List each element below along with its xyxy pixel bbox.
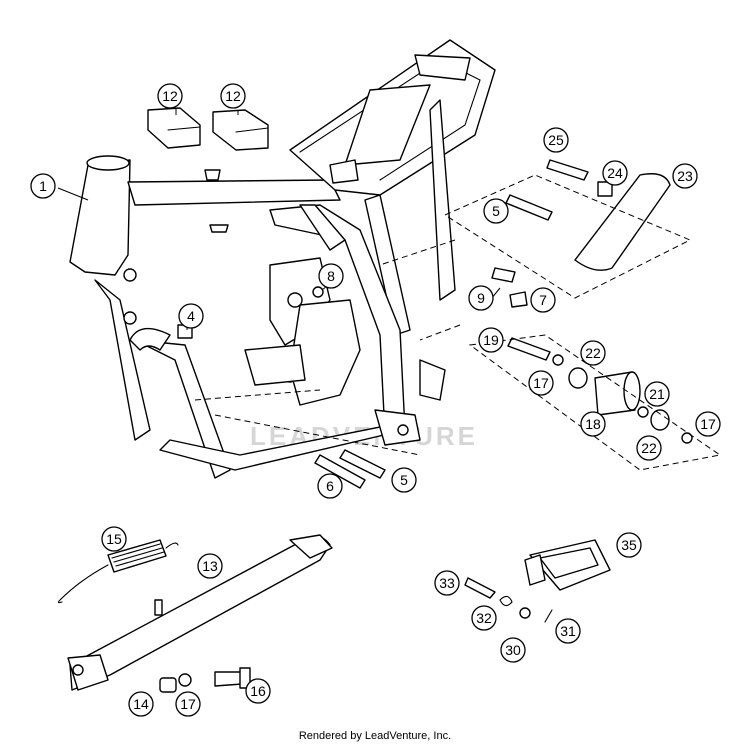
callout-19: 19 <box>478 327 504 353</box>
callout-label: 5 <box>492 203 500 219</box>
callout-21: 21 <box>644 381 670 407</box>
callout-17-bottom: 17 <box>175 691 201 717</box>
callout-22-lower: 22 <box>636 435 662 461</box>
hardware-drawings <box>159 159 693 693</box>
callout-label: 9 <box>477 290 485 306</box>
callout-1: 1 <box>30 173 56 199</box>
callout-label: 32 <box>476 610 492 626</box>
callout-label: 21 <box>649 386 665 402</box>
callout-13: 13 <box>197 553 223 579</box>
callout-35: 35 <box>616 532 642 558</box>
callout-30: 30 <box>500 637 526 663</box>
callout-18: 18 <box>580 411 606 437</box>
callout-label: 17 <box>533 375 549 391</box>
callout-label: 12 <box>162 88 178 104</box>
callout-label: 23 <box>677 168 693 184</box>
callout-label: 1 <box>39 178 47 194</box>
callout-17-middle: 17 <box>528 370 554 396</box>
callout-label: 5 <box>400 472 408 488</box>
rubber-pad-drawings <box>147 107 269 151</box>
callout-label: 12 <box>225 88 241 104</box>
callout-8: 8 <box>318 263 344 289</box>
callout-label: 19 <box>483 332 499 348</box>
callout-6: 6 <box>317 473 343 499</box>
callout-17-right: 17 <box>695 411 721 437</box>
callout-24: 24 <box>602 160 628 186</box>
callout-9: 9 <box>468 285 494 311</box>
callout-label: 8 <box>327 268 335 284</box>
callout-31: 31 <box>555 618 581 644</box>
callout-15: 15 <box>101 526 127 552</box>
callout-label: 35 <box>621 537 637 553</box>
callout-7: 7 <box>530 287 556 313</box>
callout-label: 25 <box>548 132 564 148</box>
callout-label: 15 <box>106 531 122 547</box>
callout-12-right: 12 <box>220 83 246 109</box>
callout-label: 14 <box>133 696 149 712</box>
callout-label: 22 <box>641 440 657 456</box>
frame-drawing <box>69 39 496 479</box>
callout-label: 17 <box>180 696 196 712</box>
callout-14: 14 <box>128 691 154 717</box>
callout-4: 4 <box>178 303 204 329</box>
callout-32: 32 <box>471 605 497 631</box>
callout-label: 30 <box>505 642 521 658</box>
callout-label: 7 <box>539 292 547 308</box>
callout-22-upper: 22 <box>580 340 606 366</box>
callout-label: 24 <box>607 165 623 181</box>
callout-23: 23 <box>672 163 698 189</box>
side-stand-drawing <box>57 534 333 691</box>
callout-label: 4 <box>187 308 195 324</box>
callout-label: 13 <box>202 558 218 574</box>
callout-16: 16 <box>245 678 271 704</box>
callout-label: 16 <box>250 683 266 699</box>
callout-label: 17 <box>700 416 716 432</box>
callout-12-left: 12 <box>157 83 183 109</box>
callout-25: 25 <box>543 127 569 153</box>
callout-5-lower: 5 <box>391 467 417 493</box>
callout-label: 31 <box>560 623 576 639</box>
footer-credit: Rendered by LeadVenture, Inc. <box>298 730 452 742</box>
assembly-outlines <box>194 174 722 471</box>
callout-label: 33 <box>439 575 455 591</box>
callout-label: 6 <box>326 478 334 494</box>
callout-33: 33 <box>434 570 460 596</box>
callout-5-upper: 5 <box>483 198 509 224</box>
callout-label: 18 <box>585 416 601 432</box>
callout-label: 22 <box>585 345 601 361</box>
